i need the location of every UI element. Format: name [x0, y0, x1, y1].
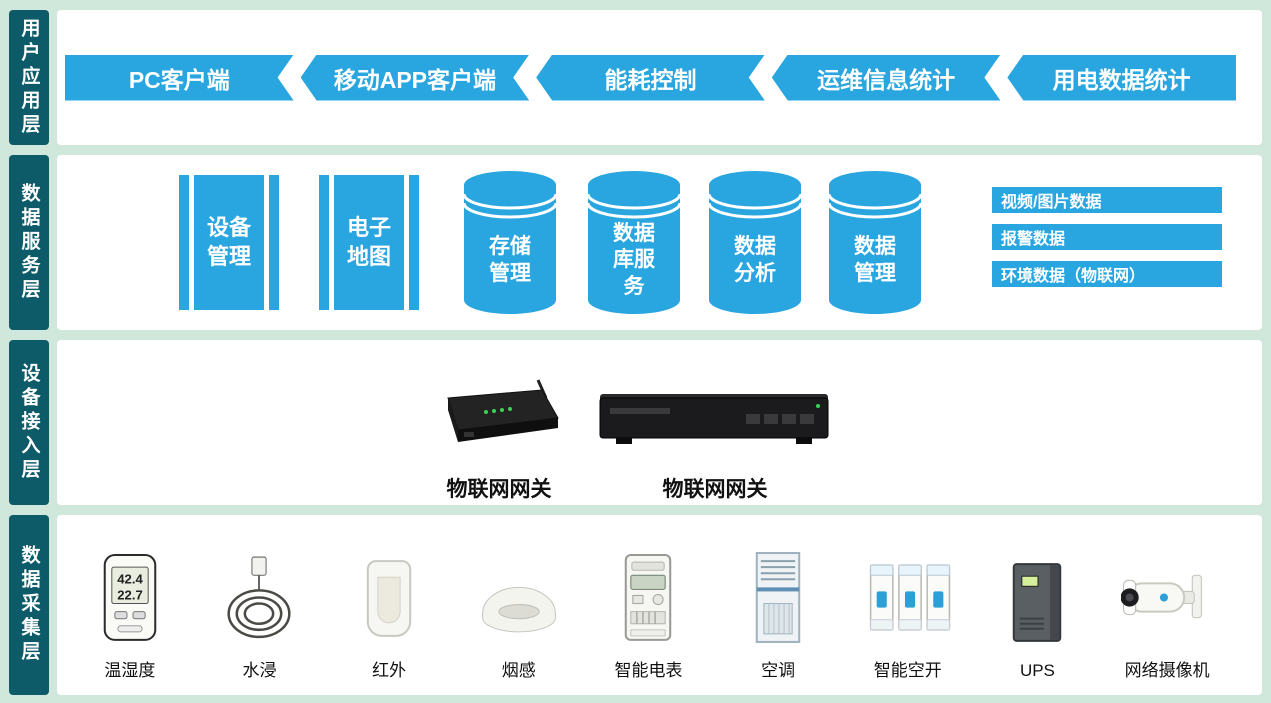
smart-meter-icon: [625, 554, 672, 641]
device-label: 智能空开: [873, 661, 942, 680]
gateway-label: 物联网网关: [662, 478, 768, 501]
data-service-panel: 设备管理 电子地图 存储管理: [57, 155, 1262, 330]
cylinder-text: 数据分析: [707, 211, 803, 310]
ip-camera-icon: [1121, 574, 1202, 619]
banner-label: PC客户端: [128, 66, 230, 93]
pillar-body: 电子地图: [334, 175, 404, 310]
banner-label: 运维信息统计: [817, 66, 956, 93]
device-label: 网络摄像机: [1124, 661, 1210, 680]
database-cylinder-icon: [827, 171, 923, 314]
device-ip-camera: 网络摄像机: [1106, 551, 1228, 681]
cylinder-database-service: 数据库服务: [586, 169, 682, 316]
user-application-panel: PC客户端 移动APP客户端 能耗控制 运维信息统计 用电数据统计: [57, 10, 1262, 145]
banner-energy-control: 能耗控制: [536, 55, 765, 101]
air-conditioner-icon: [755, 552, 801, 643]
data-tag-stack: 视频/图片数据 报警数据 环境数据（物联网）: [992, 187, 1222, 287]
water-leak-sensor-icon: [227, 556, 292, 639]
device-label: 红外: [372, 661, 407, 680]
layer-tab-label: 设备接入层: [18, 362, 40, 483]
device-label: 烟感: [501, 661, 536, 680]
cylinder-label: 数据库服务: [613, 222, 655, 298]
pillar-bar: [409, 175, 419, 310]
device-air-conditioner: 空调: [717, 551, 839, 681]
device-smart-meter: 智能电表: [587, 551, 709, 681]
device-label: 水浸: [242, 661, 277, 680]
cylinder-label: 存储管理: [489, 235, 531, 285]
banner-pc-client: PC客户端: [65, 55, 294, 101]
layer-data-service: 数据服务层 设备管理 电子地图: [9, 155, 1262, 330]
database-cylinder-icon: [707, 171, 803, 314]
ups-icon: [1013, 563, 1062, 642]
device-row: 42.4 22.7 温湿度: [57, 515, 1262, 695]
pillar-body: 设备管理: [194, 175, 264, 310]
device-label: 智能电表: [614, 661, 683, 680]
device-smoke-detector: 烟感: [458, 551, 580, 681]
device-infrared-sensor: 红外: [328, 551, 450, 681]
banner-label: 能耗控制: [604, 66, 697, 93]
database-cylinder-icon: [462, 171, 558, 314]
data-collection-panel: 42.4 22.7 温湿度: [57, 515, 1262, 695]
layer-tab-data-collection: 数据采集层: [9, 515, 49, 695]
pillar-device-management: 设备管理: [179, 175, 279, 310]
thermo-hygrometer-icon: 42.4 22.7: [103, 554, 157, 641]
pillar-electronic-map: 电子地图: [319, 175, 419, 310]
device-label: 温湿度: [104, 661, 156, 680]
pillar-label: 电子地图: [346, 214, 391, 269]
banner-ops-statistics: 运维信息统计: [772, 55, 1001, 101]
layer-tab-device-access: 设备接入层: [9, 340, 49, 505]
smoke-detector-icon: [481, 586, 556, 633]
iot-gateway-icon: [447, 379, 559, 442]
cylinder-text: 数据库服务: [586, 211, 682, 310]
device-access-panel: 物联网网关 物联网网关: [57, 340, 1262, 505]
pillar-label: 设备管理: [206, 214, 251, 269]
layer-tab-label: 数据服务层: [18, 182, 40, 303]
device-label: 空调: [761, 661, 796, 680]
banner-label: 用电数据统计: [1052, 66, 1191, 93]
layer-tab-data-service: 数据服务层: [9, 155, 49, 330]
banner-mobile-app-client: 移动APP客户端: [301, 55, 530, 101]
layer-data-collection: 数据采集层 42.4 22.7 温湿度: [9, 515, 1262, 695]
banner-label: 移动APP客户端: [333, 66, 497, 93]
tag-video-image-data: 视频/图片数据: [992, 187, 1222, 213]
device-smart-breaker: 智能空开: [847, 551, 969, 681]
cylinder-label: 数据管理: [854, 235, 896, 285]
gateway-label: 物联网网关: [446, 478, 552, 501]
layer-tab-label: 用户应用层: [18, 17, 40, 138]
cylinder-storage-management: 存储管理: [462, 169, 558, 316]
database-cylinder-icon: [586, 171, 682, 314]
app-banner-row: PC客户端 移动APP客户端 能耗控制 运维信息统计 用电数据统计: [57, 10, 1262, 145]
cylinder-data-analysis: 数据分析: [707, 169, 803, 316]
device-water-leak-sensor: 水浸: [198, 551, 320, 681]
display-top-value: 42.4: [117, 571, 143, 586]
device-label: UPS: [1019, 661, 1055, 680]
tag-alarm-data: 报警数据: [992, 224, 1222, 250]
pillar-bar: [319, 175, 329, 310]
device-thermo-hygrometer: 42.4 22.7 温湿度: [69, 551, 191, 681]
banner-power-statistics: 用电数据统计: [1007, 54, 1236, 101]
pillar-bar: [179, 175, 189, 310]
iot-gateway-small: 物联网网关: [429, 376, 569, 503]
device-ups: UPS: [976, 556, 1098, 681]
iot-gateway-icon: [599, 394, 829, 444]
smart-breaker-icon: [869, 564, 950, 631]
layer-tab-label: 数据采集层: [18, 545, 40, 665]
cylinder-text: 数据管理: [827, 211, 923, 310]
cylinder-text: 存储管理: [462, 211, 558, 310]
pir-sensor-icon: [366, 560, 412, 637]
display-bottom-value: 22.7: [117, 588, 143, 603]
pillar-bar: [269, 175, 279, 310]
cylinder-data-management: 数据管理: [827, 169, 923, 316]
iot-gateway-large: 物联网网关: [595, 384, 835, 503]
layer-tab-user-application: 用户应用层: [9, 10, 49, 145]
layer-user-application: 用户应用层 PC客户端 移动APP客户端 能耗控制 运维信息统计 用电数据统计: [9, 10, 1262, 145]
layer-device-access: 设备接入层 物联网网关: [9, 340, 1262, 505]
cylinder-label: 数据分析: [734, 235, 776, 285]
tag-environment-data: 环境数据（物联网）: [992, 261, 1222, 287]
